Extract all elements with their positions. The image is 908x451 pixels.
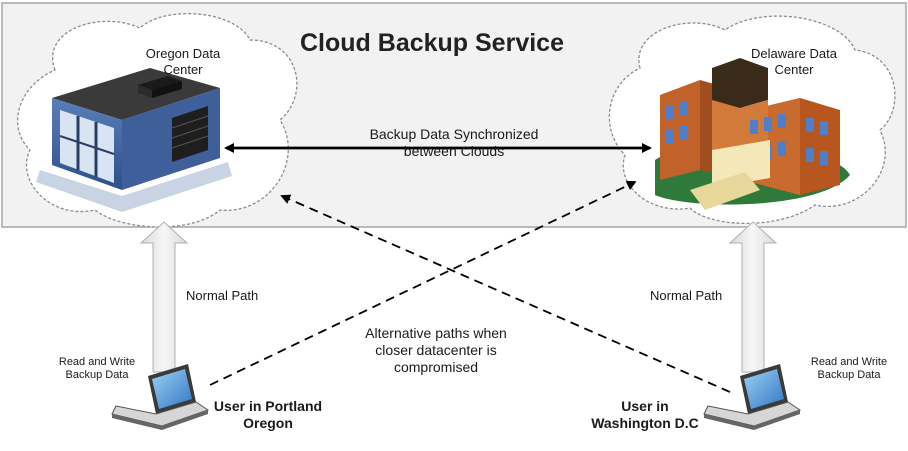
oregon-datacenter-icon xyxy=(36,68,232,212)
alternative-label-line2: closer datacenter is xyxy=(375,341,497,358)
delaware-dc-label-line2: Center xyxy=(774,61,814,77)
read-write-label-right: Read and Write Backup Data xyxy=(804,356,894,382)
user-washington-label: User in Washington D.C xyxy=(580,398,710,432)
normal-path-arrow-left xyxy=(139,221,189,373)
user-portland-label: User in Portland Oregon xyxy=(200,398,336,432)
delaware-datacenter-icon xyxy=(655,58,850,210)
laptop-right-icon xyxy=(703,364,802,430)
rw-right-line2: Backup Data xyxy=(817,369,881,382)
sync-label-line2: between Clouds xyxy=(403,142,505,159)
rw-left-line2: Backup Data xyxy=(65,369,129,382)
read-write-label-left: Read and Write Backup Data xyxy=(52,356,142,382)
sync-label-line1: Backup Data Synchronized xyxy=(369,126,539,142)
sync-label: Backup Data Synchronized between Clouds xyxy=(338,126,570,160)
alternative-label-line1: Alternative paths when xyxy=(365,325,507,341)
rw-left-line1: Read and Write xyxy=(58,356,136,368)
user-washington-line1: User in xyxy=(621,398,669,414)
user-washington-line2: Washington D.C xyxy=(591,414,699,431)
normal-path-label-left: Normal Path xyxy=(186,288,259,303)
oregon-dc-label-line1: Oregon Data xyxy=(145,46,221,61)
alt-path-dc-to-oregon xyxy=(280,194,731,393)
alt-path-portland-to-delaware xyxy=(209,180,637,386)
normal-path-label-right: Normal Path xyxy=(650,288,723,303)
alternative-paths-label: Alternative paths when closer datacenter… xyxy=(340,325,532,375)
user-portland-line2: Oregon xyxy=(243,414,293,431)
oregon-dc-label: Oregon Data Center xyxy=(128,46,238,77)
laptop-left-icon xyxy=(111,364,210,430)
normal-path-arrow-right xyxy=(728,221,778,373)
alternative-label-line3: compromised xyxy=(393,358,479,375)
page-title: Cloud Backup Service xyxy=(300,29,564,57)
user-portland-line1: User in Portland xyxy=(213,398,323,414)
oregon-dc-label-line2: Center xyxy=(163,61,203,77)
delaware-dc-label: Delaware Data Center xyxy=(734,46,854,77)
delaware-dc-label-line1: Delaware Data xyxy=(751,46,837,61)
rw-right-line1: Read and Write xyxy=(810,356,888,368)
